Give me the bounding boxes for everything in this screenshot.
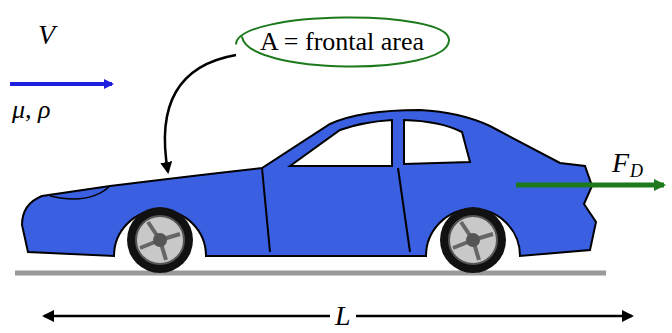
force-subscript: D <box>630 162 643 182</box>
force-label: F <box>612 148 629 179</box>
door-line <box>262 168 270 252</box>
car-wheel <box>127 207 193 273</box>
door-line <box>398 168 410 252</box>
length-label: L <box>330 301 356 332</box>
flow-arrow <box>10 82 112 86</box>
leader-line <box>165 55 236 172</box>
car-body <box>22 110 596 256</box>
drag-arrow <box>516 183 664 188</box>
car-window <box>404 120 470 164</box>
car-wheel <box>440 207 506 273</box>
velocity-label: V <box>38 20 55 51</box>
fluid-properties-label: μ, ρ <box>12 96 51 125</box>
callout-text: A = frontal area <box>260 28 424 57</box>
ground-line <box>15 271 606 276</box>
car-window <box>290 120 392 166</box>
hood-line <box>50 186 110 199</box>
ellipse-outline <box>236 18 449 67</box>
callout-ellipse: A = frontal area <box>234 11 451 74</box>
